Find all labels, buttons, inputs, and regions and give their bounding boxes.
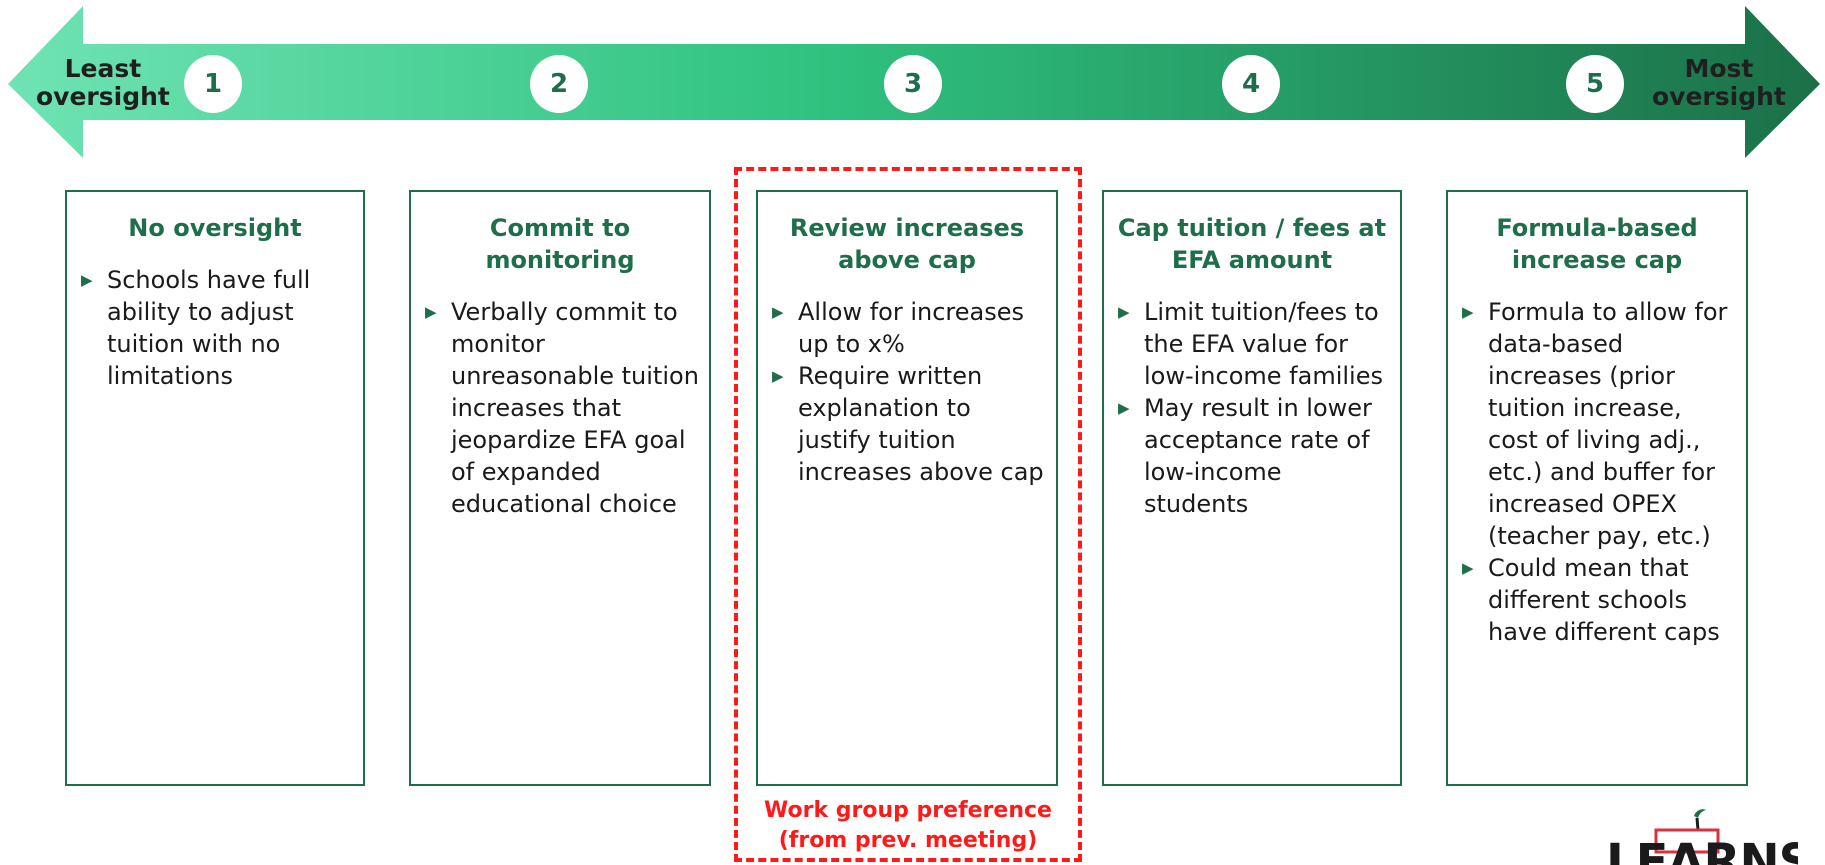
option-card-title: No oversight — [128, 214, 302, 242]
apple-icon — [1654, 809, 1720, 854]
step-5-marker: 5 — [1566, 55, 1624, 113]
option-bullet: Allow for increases up to x% — [772, 296, 1046, 360]
work-group-preference-highlight — [734, 167, 1082, 862]
option-card-title: Cap tuition / fees at EFA amount — [1117, 214, 1387, 274]
option-bullet: Schools have full ability to adjust tuit… — [81, 264, 353, 392]
option-card-5: Formula-based increase cap Formula to al… — [1446, 190, 1748, 786]
option-card-title: Formula-based increase cap — [1496, 214, 1698, 274]
most-oversight-label: Most oversight — [1652, 54, 1786, 111]
option-card-3: Review increases above cap Allow for inc… — [756, 190, 1058, 786]
option-card-4: Cap tuition / fees at EFA amount Limit t… — [1102, 190, 1402, 786]
option-bullet: Verbally commit to monitor unreasonable … — [425, 296, 699, 520]
learns-logo: LEARNS — [1598, 808, 1798, 865]
step-2-marker: 2 — [530, 55, 588, 113]
option-bullet: Require written explanation to justify t… — [772, 360, 1046, 488]
option-card-1: No oversight Schools have full ability t… — [65, 190, 365, 786]
learns-logo-text: LEARNS — [1606, 834, 1798, 865]
option-bullet: Could mean that different schools have d… — [1462, 552, 1736, 648]
option-card-2: Commit to monitoring Verbally commit to … — [409, 190, 711, 786]
step-3-marker: 3 — [884, 55, 942, 113]
least-oversight-label: Least oversight — [36, 54, 170, 111]
step-4-marker: 4 — [1222, 55, 1280, 113]
work-group-preference-label: Work group preference (from prev. meetin… — [764, 798, 1052, 853]
option-bullet: Formula to allow for data-based increase… — [1462, 296, 1736, 552]
step-1-marker: 1 — [184, 55, 242, 113]
option-bullet: May result in lower acceptance rate of l… — [1118, 392, 1390, 520]
option-card-title: Commit to monitoring — [485, 214, 635, 274]
option-card-title: Review increases above cap — [789, 214, 1025, 274]
option-bullet: Limit tuition/fees to the EFA value for … — [1118, 296, 1390, 392]
